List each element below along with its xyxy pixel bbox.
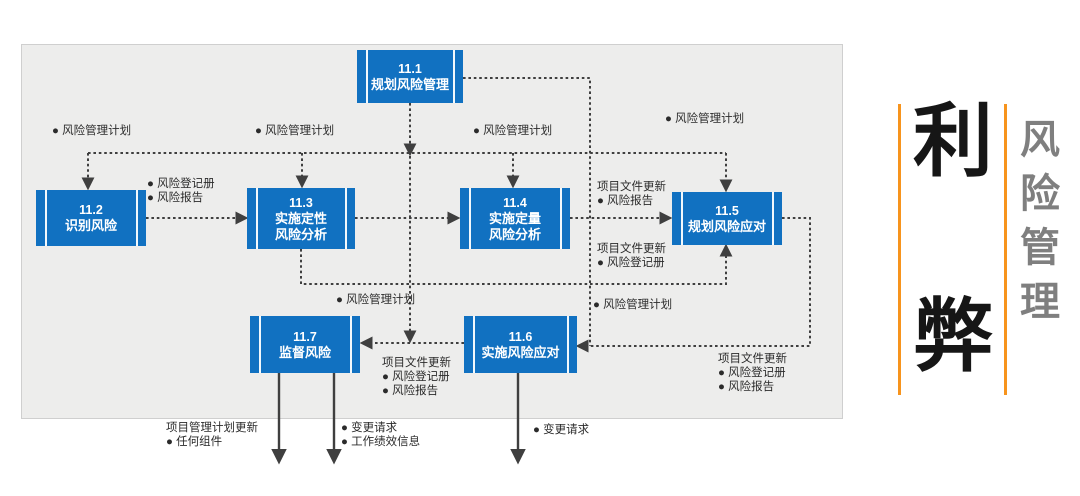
io-label-11: 项目文件更新 ● 风险登记册 ● 风险报告: [718, 352, 787, 394]
io-label-line: ● 变更请求: [533, 424, 590, 436]
io-label-1: ● 风险管理计划: [52, 124, 131, 138]
io-label-9: ● 风险管理计划: [593, 298, 672, 312]
process-box-11.7: 11.7 监督风险: [250, 316, 360, 373]
process-box-code: 11.7: [293, 329, 317, 344]
io-label-line: ● 风险报告: [147, 192, 204, 204]
io-label-line: 项目管理计划更新: [166, 422, 258, 434]
process-box-11.2: 11.2 识别风险: [36, 190, 146, 246]
io-label-line: ● 工作绩效信息: [341, 436, 421, 448]
process-box-name: 规划风险管理: [370, 76, 449, 92]
io-label-line: 项目文件更新: [718, 353, 787, 365]
process-box-name: 规划风险应对: [687, 218, 766, 234]
io-label-line: ● 风险管理计划: [255, 125, 335, 137]
io-label-line: ● 风险报告: [718, 381, 775, 393]
process-box-code: 11.3: [289, 195, 313, 210]
process-box-code: 11.2: [79, 203, 103, 217]
process-box-name: 实施定性 风险分析: [274, 210, 327, 242]
io-label-line: ● 风险登记册: [382, 371, 450, 383]
process-box-code: 11.4: [503, 195, 527, 210]
process-box-code: 11.6: [508, 329, 533, 344]
vertical-title: 风险管理: [1020, 118, 1060, 324]
process-box-11.1: 11.1 规划风险管理: [357, 50, 463, 103]
io-label-line: ● 风险登记册: [718, 367, 786, 379]
io-label-3: ● 风险管理计划: [473, 124, 552, 138]
io-label-7: 项目文件更新 ● 风险登记册: [597, 242, 666, 270]
process-box-name: 实施风险应对: [481, 344, 560, 360]
process-box-name: 识别风险: [64, 218, 117, 233]
io-label-5: ● 风险登记册 ● 风险报告: [147, 177, 215, 205]
io-label-6: 项目文件更新 ● 风险报告: [597, 180, 666, 208]
cons-character: 弊: [913, 292, 993, 381]
process-box-name: 监督风险: [278, 344, 331, 360]
io-label-2: ● 风险管理计划: [255, 124, 334, 138]
io-label-line: ● 风险报告: [382, 385, 439, 397]
io-label-line: ● 风险管理计划: [665, 113, 745, 125]
io-label-14: ● 变更请求: [533, 423, 589, 437]
io-label-line: ● 风险登记册: [147, 178, 215, 190]
io-label-line: ● 风险管理计划: [473, 125, 553, 137]
process-box-code: 11.5: [715, 203, 739, 218]
process-box-11.5: 11.5 规划风险应对: [672, 192, 782, 245]
io-label-line: 项目文件更新: [597, 181, 666, 193]
io-label-line: ● 风险管理计划: [593, 299, 673, 311]
io-label-line: 项目文件更新: [597, 243, 666, 255]
io-label-10: 项目文件更新 ● 风险登记册 ● 风险报告: [382, 356, 451, 398]
process-box-11.6: 11.6 实施风险应对: [464, 316, 577, 373]
io-label-line: ● 变更请求: [341, 422, 398, 434]
process-box-name: 实施定量 风险分析: [488, 210, 541, 242]
io-label-line: ● 风险登记册: [597, 257, 665, 269]
io-label-line: ● 风险报告: [597, 195, 654, 207]
pros-character: 利: [913, 97, 993, 186]
accent-line-left: [898, 104, 901, 395]
process-box-11.4: 11.4 实施定量 风险分析: [460, 188, 570, 249]
process-box-code: 11.1: [398, 61, 422, 76]
io-label-4: ● 风险管理计划: [665, 112, 744, 126]
io-label-line: ● 风险管理计划: [336, 294, 416, 306]
io-label-12: 项目管理计划更新 ● 任何组件: [166, 421, 258, 449]
io-label-8: ● 风险管理计划: [336, 293, 415, 307]
process-box-11.3: 11.3 实施定性 风险分析: [247, 188, 355, 249]
io-label-line: 项目文件更新: [382, 357, 451, 369]
io-label-line: ● 任何组件: [166, 436, 223, 448]
io-label-line: ● 风险管理计划: [52, 125, 132, 137]
io-label-13: ● 变更请求 ● 工作绩效信息: [341, 421, 420, 449]
accent-line-right: [1004, 104, 1007, 395]
